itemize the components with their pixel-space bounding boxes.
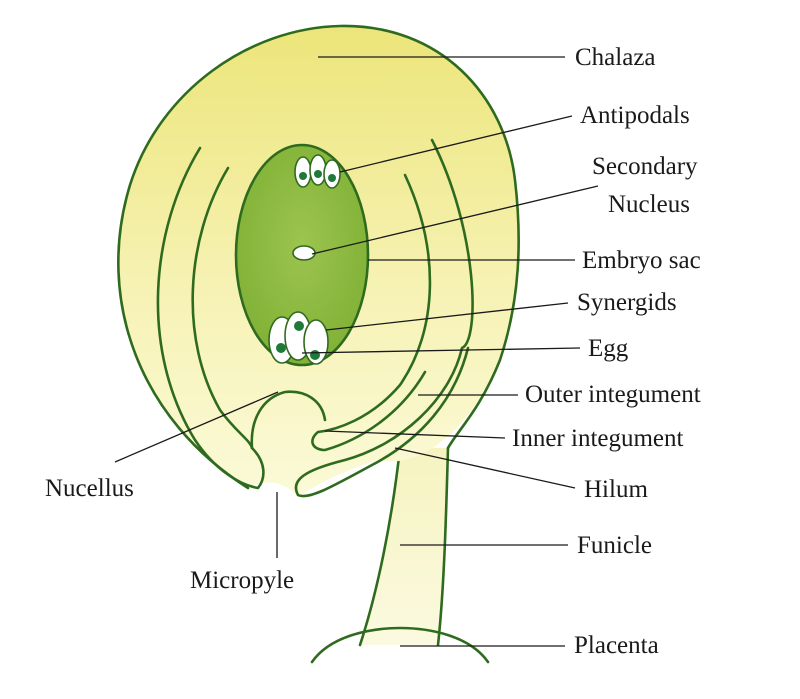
label-antipodals: Antipodals [580,102,690,129]
outer-integument-left [156,146,265,490]
label-egg: Egg [588,335,629,362]
leader-nucellus [114,391,279,463]
funicle-shape [360,448,448,645]
funicle-right-edge [436,446,450,647]
label-funicle: Funicle [577,532,652,559]
funicle-left-edge [358,446,402,647]
label-synergids: Synergids [577,289,677,316]
label-secondary-nucleus-line2: Nucleus [608,191,690,218]
placenta-curve [310,626,490,664]
leader-egg [301,347,581,354]
label-placenta: Placenta [574,632,659,659]
leader-hilum [394,447,576,489]
nucellus-tip [250,390,327,450]
antipodal-cells [294,154,341,189]
outer-integument-right [294,138,474,498]
secondary-nucleus [292,245,316,261]
label-chalaza: Chalaza [575,44,656,71]
leader-secondary-nucleus [311,185,599,255]
label-outer-integument: Outer integument [525,381,701,408]
leader-synergids [325,302,569,331]
leader-inner-integument [324,430,506,439]
label-hilum: Hilum [584,476,648,503]
inner-integument-right [311,173,432,452]
label-nucellus: Nucellus [45,475,134,502]
ovule-outline [117,24,520,490]
label-embryo-sac: Embryo sac [582,247,701,274]
label-secondary-nucleus-line1: Secondary [592,153,698,180]
inner-integument-left [191,166,254,450]
label-micropyle: Micropyle [190,567,294,594]
leader-antipodals [339,115,573,173]
label-inner-integument: Inner integument [512,425,684,452]
